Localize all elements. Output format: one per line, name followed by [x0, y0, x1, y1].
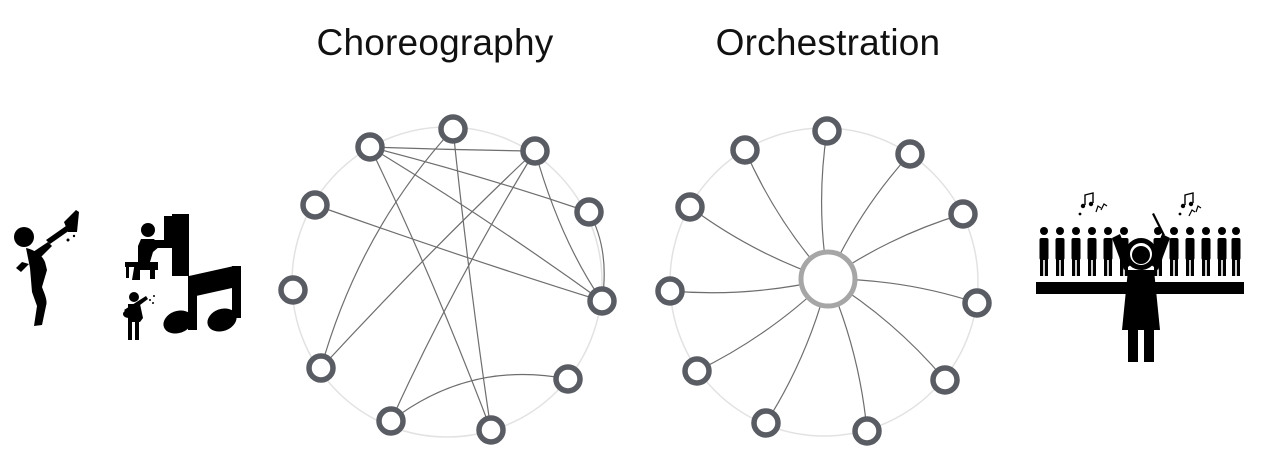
- choreography-node: [355, 132, 385, 162]
- choreography-node: [553, 364, 583, 394]
- choreography-node: [520, 136, 550, 166]
- choreography-edge: [369, 146, 590, 213]
- orchestration-node: [852, 416, 882, 446]
- music-notes-icon: [163, 266, 241, 334]
- choreography-edge: [369, 146, 603, 302]
- orchestration-diagram: [655, 116, 992, 446]
- orchestration-node: [930, 365, 960, 395]
- choir-singer: [1055, 227, 1065, 276]
- choreography-node: [438, 114, 468, 144]
- orchestration-node: [895, 139, 925, 169]
- choreography-node: [306, 353, 336, 383]
- choir-singer: [1185, 227, 1195, 276]
- orchestration-node: [812, 116, 842, 146]
- choir-singer: [1087, 227, 1097, 276]
- choreography-edge: [369, 146, 536, 152]
- choreography-edge: [314, 204, 603, 302]
- choir-singer: [1217, 227, 1227, 276]
- choreography-title: Choreography: [316, 22, 554, 63]
- orchestration-node: [962, 288, 992, 318]
- orchestration-node: [751, 408, 781, 438]
- orchestration-hub: [798, 249, 858, 309]
- choreography-edge: [390, 150, 536, 422]
- choreography-edge: [320, 128, 454, 369]
- choir-singer: [1039, 227, 1049, 276]
- choreography-edge: [320, 150, 536, 369]
- choreography-node: [376, 406, 406, 436]
- choreography-edge: [452, 128, 492, 431]
- orchestration-node: [730, 135, 760, 165]
- choreography-node: [476, 415, 506, 445]
- orchestration-node: [682, 356, 712, 386]
- choir-singer: [1071, 227, 1081, 276]
- guitarist-icon: [123, 292, 155, 340]
- choreography-edge: [534, 150, 603, 302]
- pianist-icon: [125, 214, 189, 280]
- choir-conductor-icon: [1036, 192, 1244, 362]
- choir-singer: [1231, 227, 1241, 276]
- choreography-edge: [369, 146, 492, 431]
- orchestration-node: [948, 199, 978, 229]
- note-decoration-right: [1178, 192, 1202, 217]
- note-decoration-left: [1078, 192, 1108, 216]
- choir-singer: [1103, 227, 1113, 276]
- orchestration-node: [655, 276, 685, 306]
- trumpet-player-icon: [14, 210, 79, 326]
- choreography-node: [574, 197, 604, 227]
- choir-singer: [1169, 227, 1179, 276]
- orchestration-title: Orchestration: [715, 22, 941, 63]
- choreography-node: [278, 275, 308, 305]
- choreography-node: [587, 286, 617, 316]
- choreography-edge: [390, 373, 569, 422]
- choir-singer: [1201, 227, 1211, 276]
- orchestration-node: [675, 192, 705, 222]
- choreography-diagram: [278, 114, 617, 445]
- choreography-node: [300, 190, 330, 220]
